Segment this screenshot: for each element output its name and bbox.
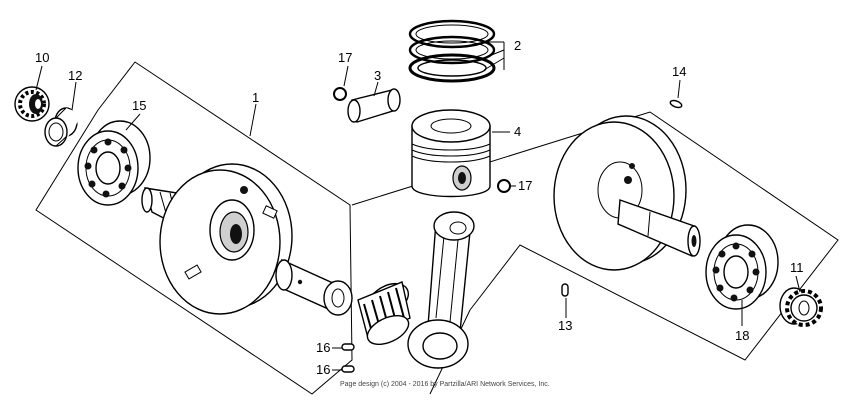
- callout-3: 4: [514, 124, 521, 139]
- piston-3: [411, 109, 491, 198]
- callout-15: 15: [132, 98, 146, 113]
- crank-half-right: [553, 115, 701, 271]
- circlip-17-lower: [497, 179, 511, 193]
- bearing-18: [705, 224, 779, 310]
- callout-18: 18: [735, 328, 749, 343]
- bearing-15: [77, 120, 151, 206]
- dowel-pin-16-upper: [341, 343, 355, 351]
- callout-16-upper: 16: [316, 340, 330, 355]
- callout-11: 11: [790, 260, 804, 275]
- leader-lines: [35, 41, 801, 371]
- callout-16-lower: 16: [316, 362, 330, 377]
- gear-11: [779, 287, 823, 327]
- copyright-notice: Page design (c) 2004 - 2016 by Partzilla…: [340, 381, 550, 388]
- callout-14: 14: [672, 64, 686, 79]
- dowel-pin-16-lower: [341, 365, 355, 373]
- crank-half-left: [141, 163, 293, 315]
- bushing-12: [44, 107, 83, 147]
- callout-10: 10: [35, 50, 49, 65]
- crank-pin: [275, 258, 353, 316]
- gear-10: [14, 86, 50, 122]
- callout-17-upper: 17: [338, 50, 352, 65]
- callout-1: 1: [252, 90, 259, 105]
- callout-17-lower: 17: [518, 178, 532, 193]
- assembly-outline-left: [35, 61, 353, 395]
- callout-4: 3: [374, 68, 381, 83]
- callout-13: 13: [558, 318, 572, 333]
- callout-12: 12: [68, 68, 82, 83]
- circlip-17-upper: [333, 87, 347, 101]
- key-14: [669, 99, 683, 109]
- piston-pin-4: [347, 88, 401, 123]
- callout-2: 2: [514, 38, 521, 53]
- dowel-pin-13: [561, 283, 569, 297]
- connecting-rod: [407, 211, 475, 369]
- piston-rings-2: [408, 19, 496, 83]
- needle-bearing: [357, 281, 411, 346]
